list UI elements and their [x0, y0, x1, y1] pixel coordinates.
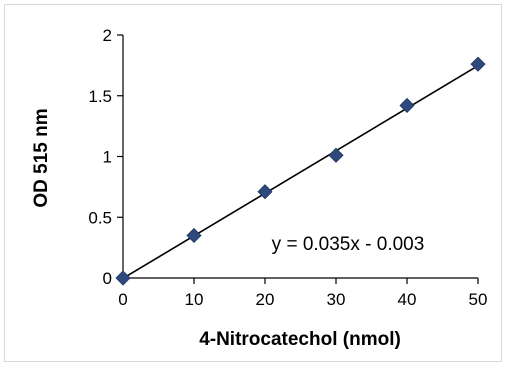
x-tick-label: 20	[256, 290, 275, 309]
x-tick-label: 50	[469, 290, 488, 309]
y-tick-label: 1	[103, 148, 112, 167]
x-tick-label: 10	[185, 290, 204, 309]
labels-layer: 0 10 20 30 40 50 0 0.5 1 1.5 2	[88, 26, 487, 309]
chart-frame	[4, 4, 502, 362]
data-point	[257, 184, 273, 200]
trendline-layer	[122, 65, 479, 280]
y-tick-label: 0.5	[88, 208, 112, 227]
trendline-equation: y = 0.035x - 0.003	[272, 234, 425, 255]
y-tick-label: 0	[103, 269, 112, 288]
trendline	[122, 65, 479, 280]
data-point	[186, 227, 202, 244]
x-tick-label: 40	[398, 290, 417, 309]
data-point	[399, 97, 415, 114]
data-point	[115, 270, 131, 286]
points-layer	[115, 56, 486, 286]
y-tick-label: 2	[103, 26, 112, 45]
y-tick-label: 1.5	[88, 87, 112, 106]
x-axis-title: 4-Nitrocatechol (nmol)	[199, 329, 401, 350]
y-axis-title: OD 515 nm	[31, 108, 52, 207]
data-point	[328, 147, 344, 163]
x-tick-label: 0	[118, 290, 127, 309]
data-point	[470, 56, 486, 72]
x-tick-label: 30	[327, 290, 346, 309]
